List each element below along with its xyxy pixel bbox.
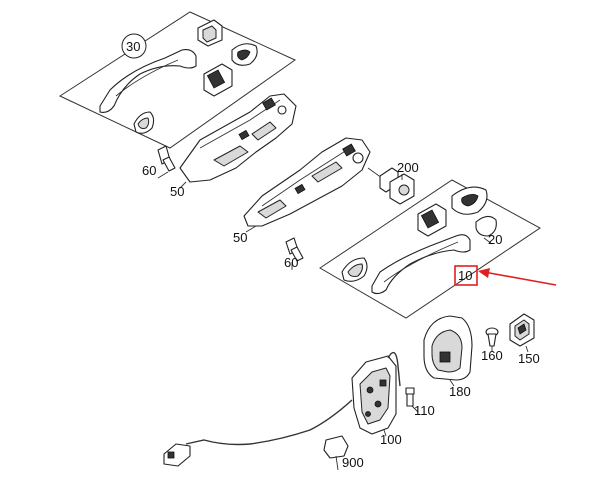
lower-group-frame	[319, 179, 541, 319]
callout-900: 900	[342, 455, 364, 470]
screw-60-upper	[157, 145, 176, 172]
upper-group-frame	[58, 11, 297, 149]
bolt-110	[405, 387, 415, 407]
upper-handle-group	[58, 11, 297, 149]
lock-100	[351, 351, 401, 435]
callout-100: 100	[380, 432, 402, 447]
callout-30: 30	[126, 39, 140, 54]
callout-labels: 30 60 50 200 50 20 60 10 160 150 180 110…	[126, 39, 540, 470]
carrier-50-upper	[179, 93, 297, 183]
callout-20: 20	[488, 232, 502, 247]
outer-handle-10	[371, 234, 471, 295]
callout-circle-30	[121, 33, 147, 59]
lower-handle-group	[319, 179, 541, 319]
callout-50-upper: 50	[170, 184, 184, 199]
highlight-arrow	[478, 268, 557, 286]
callout-110: 110	[414, 403, 435, 418]
screw-60-lower	[285, 237, 304, 262]
screw-160	[485, 327, 499, 347]
callout-150: 150	[518, 351, 540, 366]
callout-10-highlight	[454, 265, 478, 286]
callout-200: 200	[397, 160, 419, 175]
callout-160: 160	[481, 348, 503, 363]
upper-handle-shell	[99, 49, 197, 113]
callout-180: 180	[449, 384, 471, 399]
callout-60-upper: 60	[142, 163, 156, 178]
cable-harness-900	[163, 399, 353, 471]
striker-150	[509, 313, 535, 347]
callout-10: 10	[458, 268, 472, 283]
callout-50-lower: 50	[233, 230, 247, 245]
callout-60-lower: 60	[284, 255, 298, 270]
cover-plate-180	[423, 315, 473, 381]
lock-cylinder-200	[367, 167, 415, 205]
carrier-50-lower	[243, 137, 371, 227]
cap-20	[475, 215, 497, 237]
leader-lines	[157, 171, 529, 437]
